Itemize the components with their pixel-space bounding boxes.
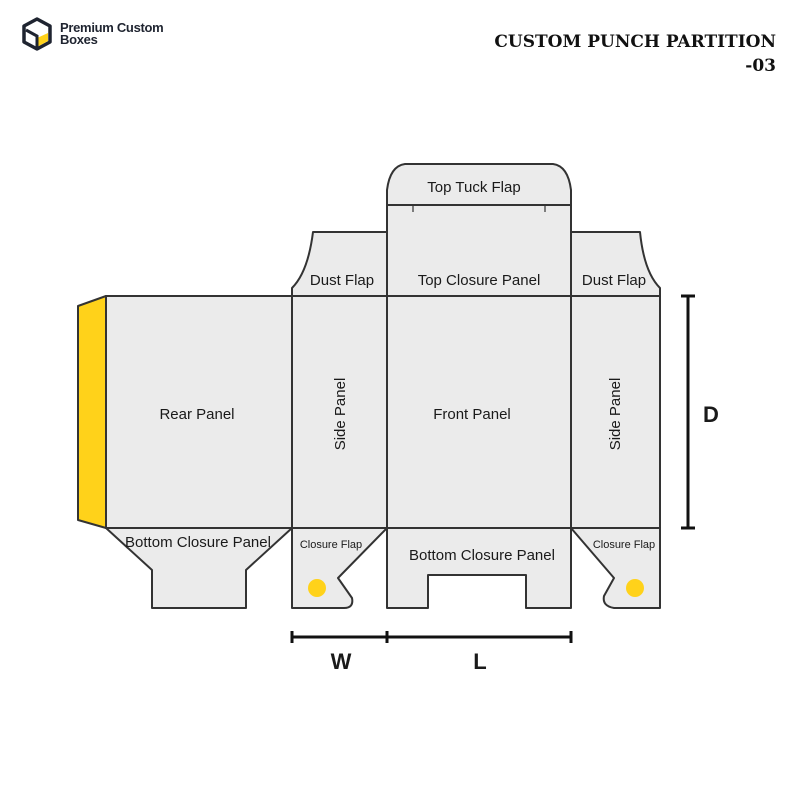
label-rear-panel: Rear Panel bbox=[159, 406, 234, 423]
label-front-panel: Front Panel bbox=[433, 406, 511, 423]
brand-line1: Premium Custom bbox=[60, 20, 164, 35]
label-bottom-closure-rear: Bottom Closure Panel bbox=[125, 534, 271, 551]
dimension-length: L bbox=[473, 649, 486, 674]
dimension-width: W bbox=[331, 649, 352, 674]
dimension-depth: D bbox=[703, 402, 719, 427]
label-closure-flap-right: Closure Flap bbox=[593, 539, 655, 551]
bottom-closure-front bbox=[386, 527, 572, 609]
top-closure-panel bbox=[386, 204, 572, 297]
hole-marker-right bbox=[626, 579, 644, 597]
label-closure-flap-left: Closure Flap bbox=[300, 539, 362, 551]
title-line1: CUSTOM PUNCH PARTITION bbox=[494, 32, 776, 52]
page-title: CUSTOM PUNCH PARTITION -03 bbox=[494, 30, 776, 78]
top-tuck-flap bbox=[386, 163, 572, 206]
side-panel-right bbox=[570, 295, 661, 529]
glue-flap bbox=[77, 295, 107, 529]
title-line2: -03 bbox=[745, 56, 776, 76]
cube-logo-icon bbox=[22, 17, 52, 51]
label-side-panel-right: Side Panel bbox=[607, 378, 624, 451]
label-side-panel-left: Side Panel bbox=[332, 378, 349, 451]
label-top-tuck-flap: Top Tuck Flap bbox=[427, 179, 520, 196]
hole-marker-left bbox=[308, 579, 326, 597]
label-dust-flap-right: Dust Flap bbox=[582, 272, 646, 289]
brand-logo: Premium Custom Boxes bbox=[20, 16, 164, 52]
label-top-closure-panel: Top Closure Panel bbox=[418, 272, 541, 289]
label-bottom-closure-front: Bottom Closure Panel bbox=[409, 547, 555, 564]
label-dust-flap-left: Dust Flap bbox=[310, 272, 374, 289]
dust-flap-right bbox=[570, 231, 661, 297]
dimension-lines bbox=[290, 294, 695, 643]
dust-flap-left bbox=[291, 231, 388, 297]
brand-line2: Boxes bbox=[60, 32, 98, 47]
